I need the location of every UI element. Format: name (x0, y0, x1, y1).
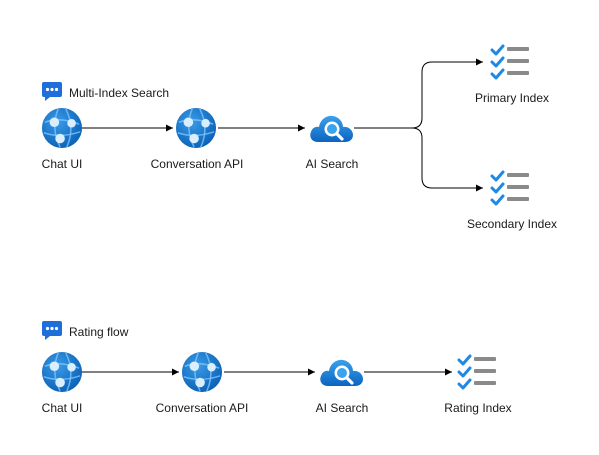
node-label: Secondary Index (467, 217, 557, 231)
flow-rating: Rating flow Chat UI Conversation API AI … (41, 321, 512, 415)
edge-ai-search-to-primary-index (354, 58, 483, 129)
chat-bubble-icon (42, 321, 62, 340)
node-label: Rating Index (444, 401, 511, 415)
edge-ai-search-to-secondary-index (411, 127, 483, 192)
node-rating-index: Rating Index (444, 354, 512, 415)
web-app-icon (41, 351, 83, 393)
node-chat-ui: Chat UI (41, 107, 83, 171)
flow-multi-index-search: Multi-Index Search Chat UI Conversation … (41, 44, 557, 231)
web-app-icon (175, 107, 217, 149)
flow-title-multi-index: Multi-Index Search (42, 82, 169, 101)
node-label: Chat UI (42, 401, 83, 415)
cloud-search-icon (318, 358, 364, 388)
node-secondary-index: Secondary Index (467, 170, 557, 231)
node-conversation-api: Conversation API (156, 351, 249, 415)
checklist-icon (457, 354, 498, 390)
node-label: AI Search (316, 401, 369, 415)
node-conversation-api: Conversation API (151, 107, 244, 171)
node-label: Primary Index (475, 91, 549, 105)
web-app-icon (41, 107, 83, 149)
node-ai-search: AI Search (306, 114, 359, 171)
checklist-icon (490, 44, 531, 80)
node-label: Chat UI (42, 157, 83, 171)
cloud-search-icon (308, 114, 354, 144)
node-label: Conversation API (156, 401, 249, 415)
node-label: AI Search (306, 157, 359, 171)
node-primary-index: Primary Index (475, 44, 549, 105)
node-label: Conversation API (151, 157, 244, 171)
chat-bubble-icon (42, 82, 62, 101)
checklist-icon (490, 170, 531, 206)
node-ai-search: AI Search (316, 358, 369, 415)
flow-title-rating: Rating flow (42, 321, 129, 340)
flow-title-label: Rating flow (69, 325, 129, 339)
flow-title-label: Multi-Index Search (69, 86, 169, 100)
web-app-icon (181, 351, 223, 393)
node-chat-ui: Chat UI (41, 351, 83, 415)
